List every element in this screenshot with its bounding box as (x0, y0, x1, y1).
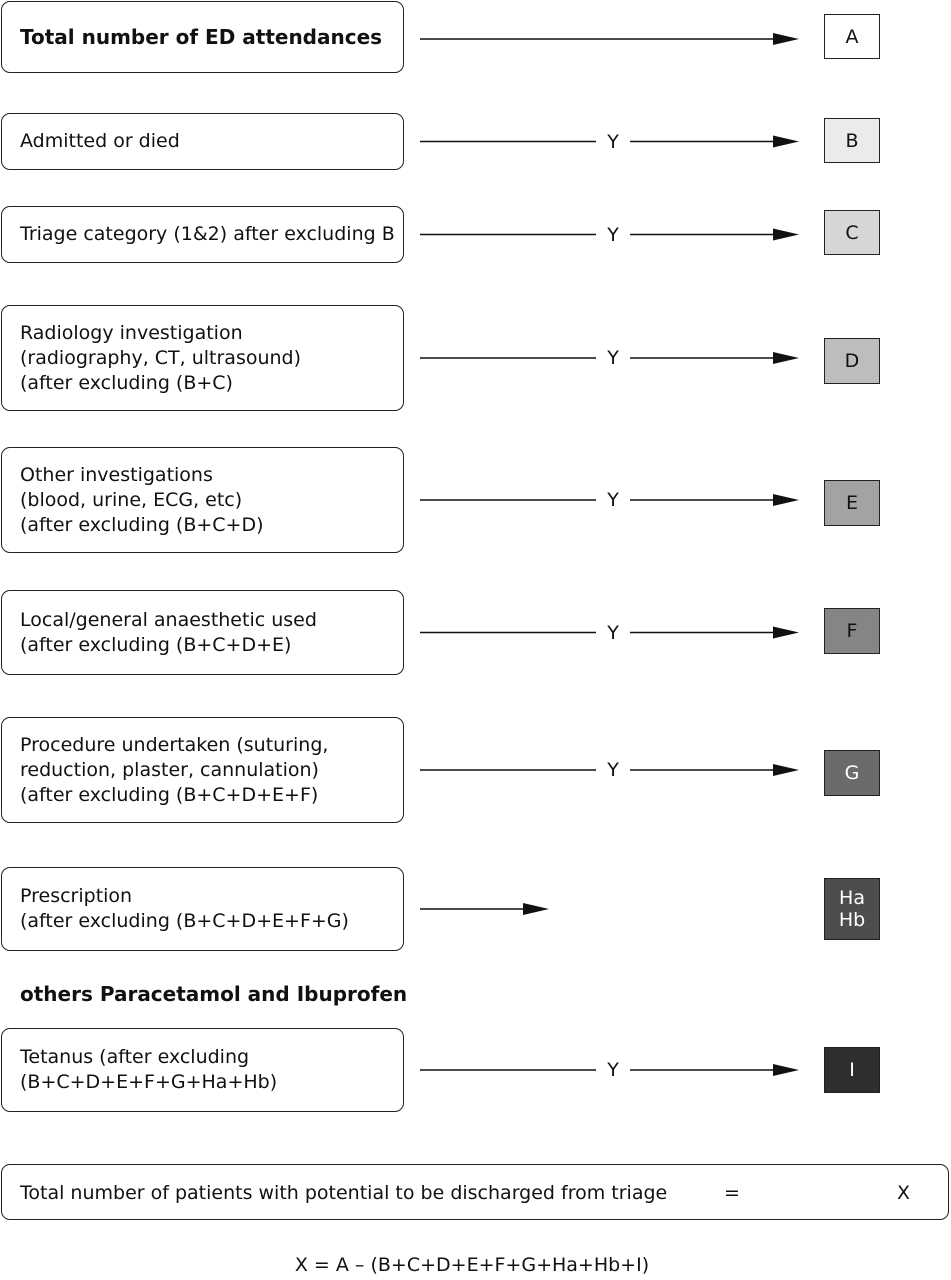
letter-text: Hb (838, 909, 866, 931)
arrow-head-d (773, 352, 799, 364)
letter-box-e: E (824, 480, 880, 526)
condition-text: (B+C+D+E+F+G+Ha+Hb) (20, 1071, 278, 1093)
arrow-head-a (773, 33, 799, 45)
condition-text: (after excluding (B+C) (20, 371, 233, 394)
condition-box-e: Other investigations(blood, urine, ECG, … (1, 447, 404, 553)
condition-box-d: Radiology investigation(radiography, CT,… (1, 305, 404, 411)
letter-box-g: G (824, 750, 880, 796)
condition-box-c: Triage category (1&2) after excluding B (1, 206, 404, 263)
letter-text: G (844, 762, 860, 784)
subheading: others Paracetamol and Ibuprofen (20, 982, 408, 1006)
condition-text: (after excluding (B+C+D+E+F+G) (20, 910, 349, 932)
formula: X = A – (B+C+D+E+F+G+Ha+Hb+I) (294, 1254, 650, 1276)
condition-text: (after excluding (B+C+D+E) (20, 633, 292, 656)
arrow-head-i (773, 1064, 799, 1076)
letter-text: A (845, 25, 859, 48)
letter-text: I (849, 1059, 855, 1081)
condition-text: Total number of ED attendances (20, 24, 383, 49)
condition-text: reduction, plaster, cannulation) (20, 758, 319, 781)
condition-text: Triage category (1&2) after excluding B (20, 223, 395, 245)
condition-text: (after excluding (B+C+D) (20, 513, 264, 536)
letter-box-b: B (824, 118, 880, 163)
arrow-head-g (773, 764, 799, 776)
yes-label-d: Y (607, 347, 619, 369)
condition-text: Procedure undertaken (suturing, (20, 733, 329, 756)
condition-text: Other investigations (20, 463, 213, 486)
letter-text: D (844, 350, 860, 372)
condition-text: Tetanus (after excluding (20, 1046, 250, 1068)
letter-box-f: F (824, 608, 880, 654)
condition-box-g: Procedure undertaken (suturing,reduction… (1, 717, 404, 823)
total-result: X (897, 1182, 911, 1204)
yes-label-c: Y (607, 223, 619, 246)
total-label: Total number of patients with potential … (20, 1182, 668, 1204)
letter-box-d: D (824, 338, 880, 384)
yes-label-f: Y (607, 621, 619, 644)
condition-text: Local/general anaesthetic used (20, 608, 317, 631)
letter-box-c: C (824, 210, 880, 255)
condition-text: (radiography, CT, ultrasound) (20, 346, 302, 369)
yes-label-b: Y (607, 130, 619, 153)
letter-text: F (846, 620, 858, 642)
condition-text: (after excluding (B+C+D+E+F) (20, 783, 319, 806)
condition-box-a: Total number of ED attendances (1, 1, 404, 73)
arrow-head-c (773, 228, 799, 241)
letter-box-i: I (824, 1047, 880, 1093)
letter-text: C (845, 221, 859, 244)
arrow-head-e (773, 494, 799, 506)
condition-box-f: Local/general anaesthetic used(after exc… (1, 590, 404, 675)
condition-text: Radiology investigation (20, 321, 243, 344)
letter-text: B (845, 129, 859, 152)
yes-label-g: Y (607, 759, 619, 781)
arrow-head-f (773, 626, 799, 639)
total-box: Total number of patients with potential … (1, 1164, 949, 1220)
letter-box-a: A (824, 14, 880, 59)
letter-text: E (845, 492, 858, 514)
yes-label-e: Y (607, 489, 619, 511)
condition-box-h: Prescription (after excluding (B+C+D+E+F+… (1, 867, 404, 951)
condition-text: Admitted or died (20, 130, 180, 152)
letter-text: Ha (839, 887, 865, 909)
condition-box-i: Tetanus (after excluding (B+C+D+E+F+G+Ha+… (1, 1028, 404, 1112)
arrow-head-h (523, 903, 549, 915)
condition-box-b: Admitted or died (1, 113, 404, 170)
condition-text: Prescription (20, 885, 133, 907)
total-equals: = (724, 1182, 740, 1204)
arrow-head-b (773, 135, 799, 148)
condition-text: (blood, urine, ECG, etc) (20, 488, 243, 511)
yes-label-i: Y (607, 1059, 619, 1081)
